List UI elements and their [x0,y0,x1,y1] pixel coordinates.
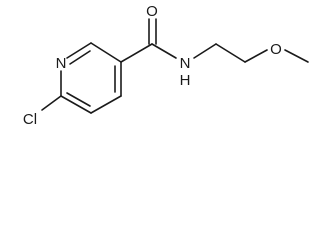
bond-c-cl [41,95,62,111]
bond-carbonyl-n [151,43,177,59]
bond-ring-n-c2 [66,42,92,59]
bond-ring-c4-c5 [90,95,122,114]
ring-nitrogen-label: N [56,55,67,72]
bond-ch2-o [244,49,268,63]
chemical-structure: N Cl O N H O [23,3,309,128]
bond-ring-c5-c6 [60,95,92,114]
chlorine-label: Cl [23,111,37,128]
pyridine-ring [60,42,122,114]
bond-n-ch2 [193,43,217,59]
amide-nitrogen-label: N [180,55,191,72]
ether-oxygen-label: O [270,41,282,58]
bond-ch2-ch2 [215,43,246,63]
bond-ring-c5-c6-inner [66,92,91,107]
bond-ring-c2-c3 [90,42,122,63]
bond-ring-n-c2-inner [69,50,91,65]
amide-hydrogen-label: H [180,72,191,89]
carbonyl-oxygen-label: O [146,3,158,20]
bond-o-ch3 [284,49,309,63]
bond-ring-carbonyl [120,43,153,63]
